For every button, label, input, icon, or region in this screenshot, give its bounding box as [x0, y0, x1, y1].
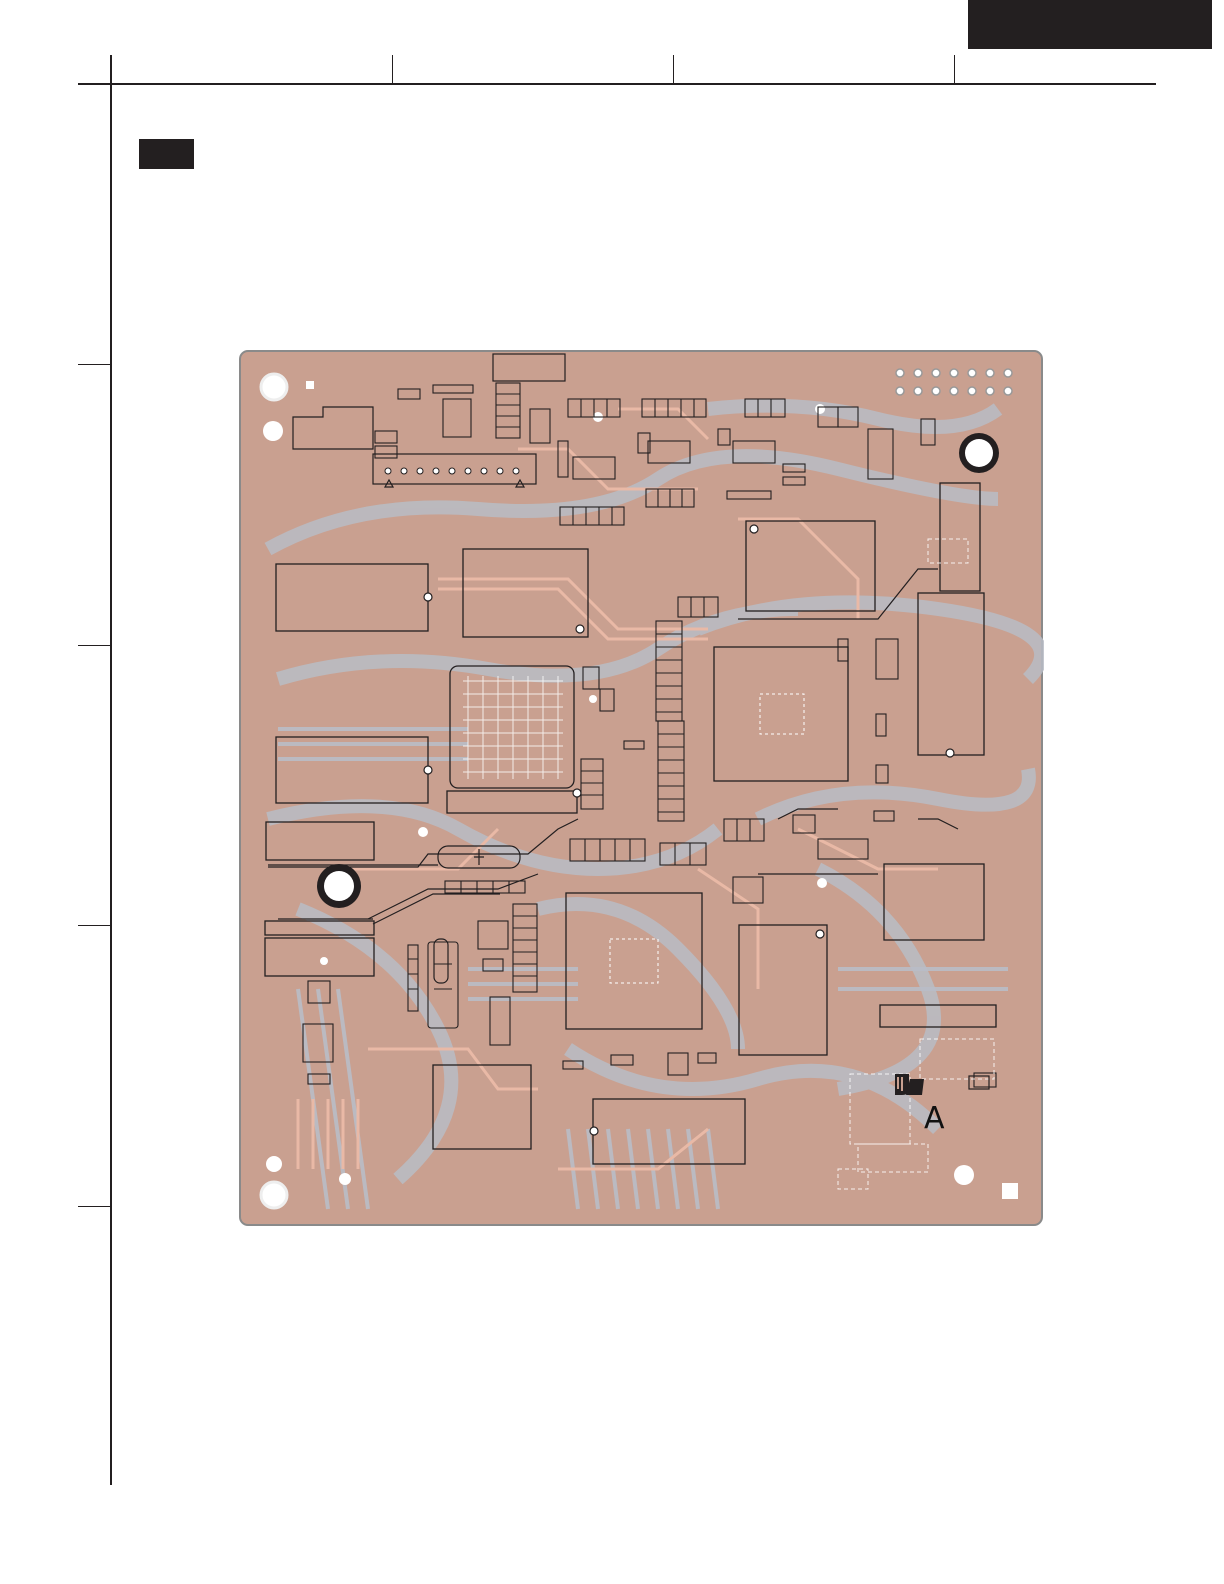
pcb-board-diagram [238, 349, 1044, 1227]
row-tick-1 [78, 364, 111, 365]
connector-pins [385, 468, 519, 474]
model-tab [968, 0, 1212, 49]
board-marking: A [924, 1104, 945, 1134]
row-tick-2 [78, 645, 111, 646]
row-tick-3 [78, 925, 111, 926]
pcb-component-layout [238, 349, 1044, 1227]
section-tag [139, 139, 194, 169]
column-tick-3 [954, 55, 955, 85]
header-rule [78, 83, 1156, 85]
margin-rule [110, 55, 112, 1485]
row-tick-4 [78, 1206, 111, 1207]
column-tick-1 [392, 55, 393, 85]
column-tick-2 [673, 55, 674, 85]
